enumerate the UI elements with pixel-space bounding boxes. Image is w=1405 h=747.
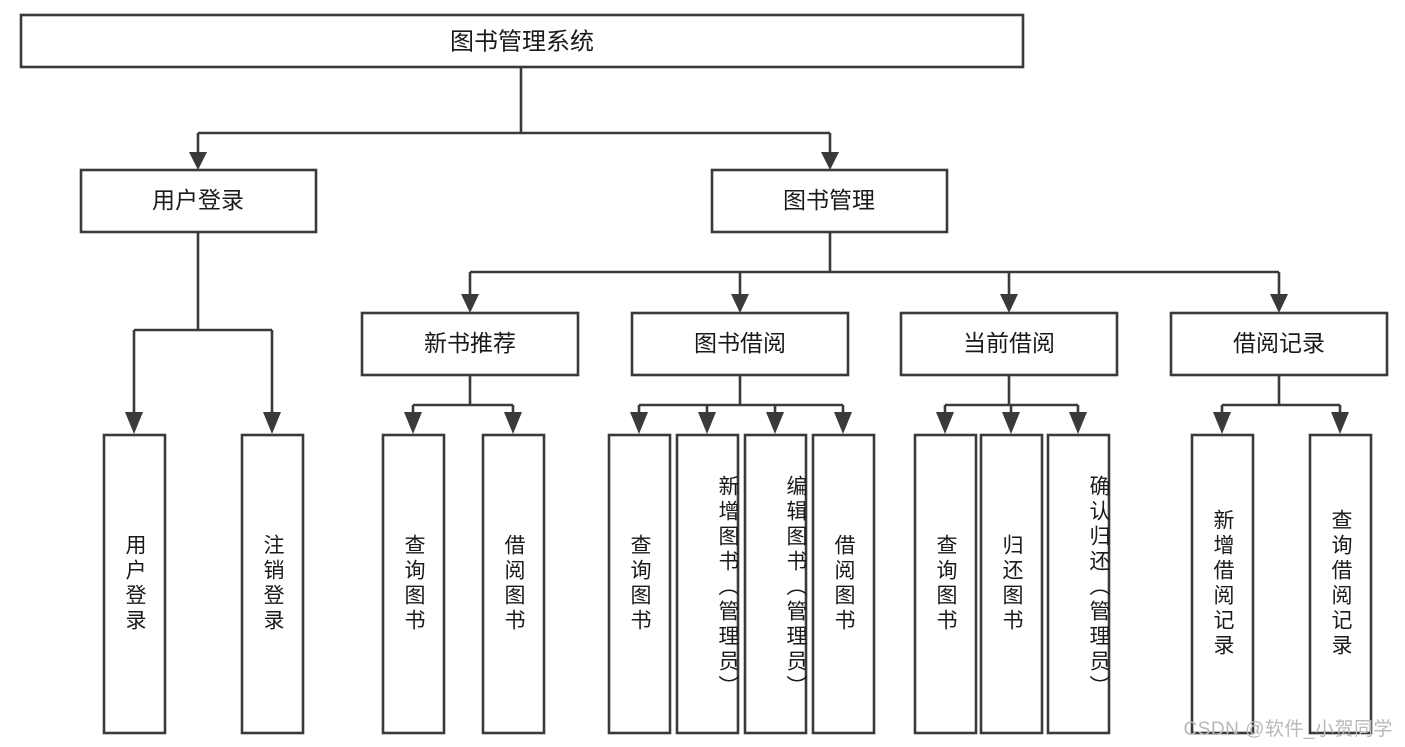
node-current-borrow[interactable]: 当前借阅: [899, 311, 1119, 377]
connectors-group: [125, 67, 1349, 434]
node-user-login-box[interactable]: [79, 168, 318, 234]
node-user-login[interactable]: 用户登录: [79, 168, 318, 234]
arrowhead-cb-leaf3: [1069, 412, 1087, 434]
node-root[interactable]: 图书管理系统: [19, 13, 1025, 69]
leaf-box-add-record[interactable]: [1190, 433, 1255, 735]
node-current-borrow-box[interactable]: [899, 311, 1119, 377]
leaf-box-query-book-3[interactable]: [913, 433, 978, 735]
arrowhead-user-login: [189, 152, 207, 170]
leaf-box-edit-book[interactable]: [743, 433, 808, 735]
node-book-borrow-box[interactable]: [630, 311, 850, 377]
node-root-label: 图书管理系统: [450, 28, 594, 55]
node-user-login-label: 用户登录: [152, 187, 244, 213]
arrowhead-leaf-logout: [263, 412, 281, 434]
arrowhead-bb-leaf1: [630, 412, 648, 434]
node-new-book-recommend-box[interactable]: [360, 311, 580, 377]
leaf-box-confirm-return[interactable]: [1046, 433, 1111, 735]
node-book-manage-label: 图书管理: [783, 187, 875, 213]
leaf-box-borrow-book-1[interactable]: [481, 433, 546, 735]
arrowhead-nb-leaf2: [504, 412, 522, 434]
arrowhead-cb-leaf2: [1002, 412, 1020, 434]
arrowhead-cb-leaf1: [936, 412, 954, 434]
leaf-box-logout[interactable]: [240, 433, 305, 735]
node-borrow-record-label: 借阅记录: [1233, 330, 1325, 356]
arrowhead-borrow-record: [1270, 294, 1288, 313]
arrowhead-br-leaf1: [1213, 412, 1231, 434]
arrowhead-leaf-user-login: [125, 412, 143, 434]
arrowhead-bb-leaf2: [698, 412, 716, 434]
node-book-borrow-label: 图书借阅: [694, 330, 786, 356]
leaf-box-query-record[interactable]: [1308, 433, 1373, 735]
arrowhead-current-borrow: [1000, 294, 1018, 313]
leaf-box-add-book[interactable]: [675, 433, 740, 735]
node-current-borrow-label: 当前借阅: [963, 330, 1055, 356]
node-book-borrow[interactable]: 图书借阅: [630, 311, 850, 377]
leaf-box-query-book-2[interactable]: [607, 433, 672, 735]
arrowhead-bb-leaf4: [834, 412, 852, 434]
arrowhead-br-leaf2: [1331, 412, 1349, 434]
csdn-watermark: CSDN @软件_小贺同学: [1183, 719, 1393, 740]
arrowhead-new-book: [461, 294, 479, 313]
arrowhead-book-manage: [821, 152, 839, 170]
leaf-box-borrow-book-2[interactable]: [811, 433, 876, 735]
node-new-book-recommend-label: 新书推荐: [424, 330, 516, 356]
node-root-box[interactable]: [19, 13, 1025, 69]
node-borrow-record[interactable]: 借阅记录: [1169, 311, 1389, 377]
node-book-manage-box[interactable]: [710, 168, 949, 234]
arrowhead-book-borrow: [731, 294, 749, 313]
arrowhead-bb-leaf3: [766, 412, 784, 434]
leaf-box-query-book-1[interactable]: [381, 433, 446, 735]
node-new-book-recommend[interactable]: 新书推荐: [360, 311, 580, 377]
leaf-box-user-login[interactable]: [102, 433, 167, 735]
node-book-manage[interactable]: 图书管理: [710, 168, 949, 234]
node-borrow-record-box[interactable]: [1169, 311, 1389, 377]
arrowhead-nb-leaf1: [404, 412, 422, 434]
leaf-boxes-group: [102, 433, 1373, 735]
leaf-box-return-book[interactable]: [979, 433, 1044, 735]
